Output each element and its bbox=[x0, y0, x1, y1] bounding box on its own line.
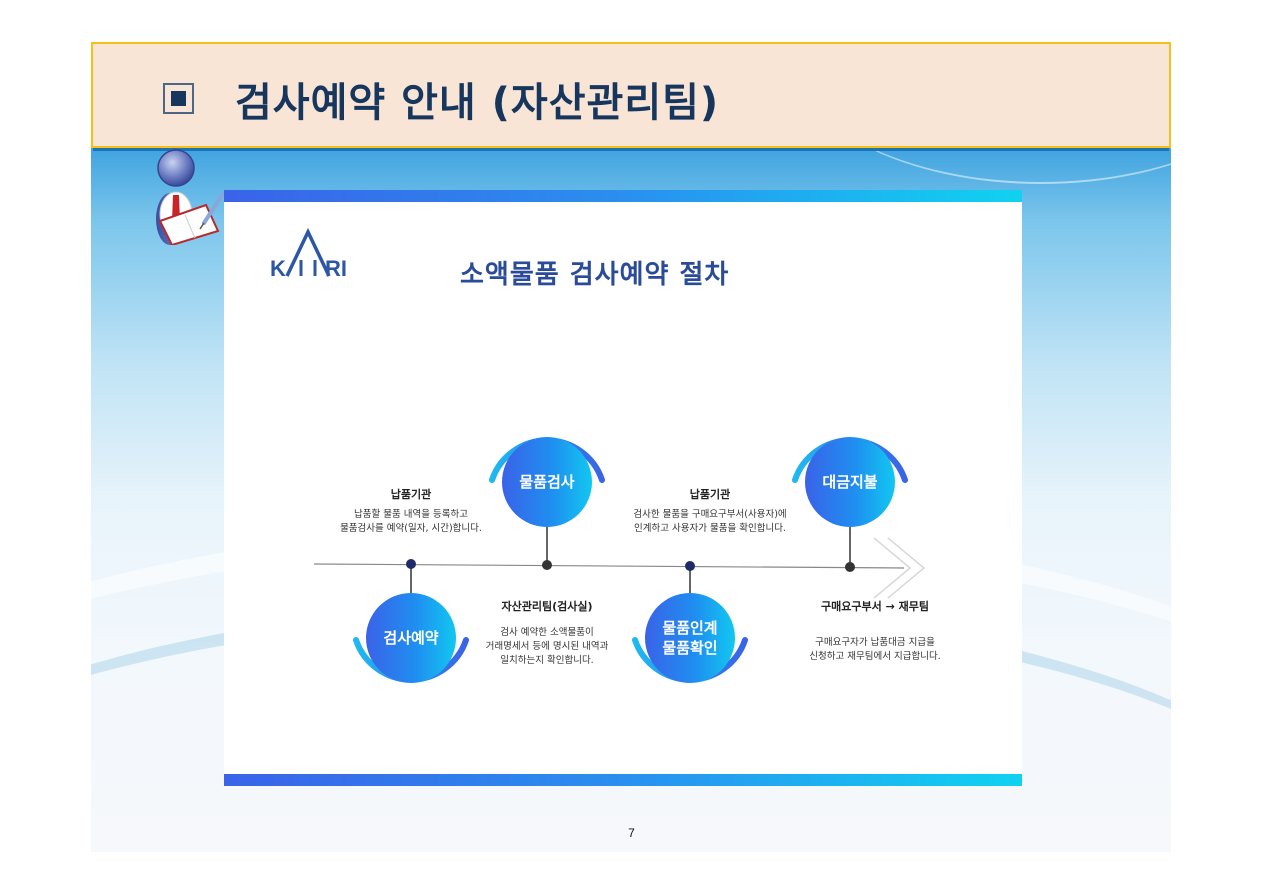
step-description: 검사한 물품을 구매요구부서(사용자)에 인계하고 사용자가 물품을 확인합니다… bbox=[600, 508, 820, 536]
person-writing-icon bbox=[156, 149, 224, 245]
step-heading: 납품기관 bbox=[390, 488, 432, 501]
description-line: 납품할 물품 내역을 등록하고 bbox=[354, 509, 468, 520]
slide-title: 검사예약 안내 (자산관리팀) bbox=[235, 80, 720, 126]
node-label-handover: 물품인계 물품확인 bbox=[645, 618, 735, 658]
description-line: 검사 예약한 소액물품이 bbox=[500, 627, 594, 638]
panel-top-bar bbox=[224, 190, 1022, 202]
step-description: 납품할 물품 내역을 등록하고 물품검사를 예약(일자, 시간)합니다. bbox=[311, 508, 511, 536]
description-line: 일치하는지 확인합니다. bbox=[500, 655, 594, 666]
description-line: 신청하고 재무팀에서 지급합니다. bbox=[809, 651, 941, 662]
square-bullet-icon bbox=[163, 83, 194, 114]
description-line: 인계하고 사용자가 물품을 확인합니다. bbox=[634, 523, 786, 534]
panel-title: 소액물품 검사예약 절차 bbox=[460, 260, 730, 290]
node-label-line: 물품확인 bbox=[662, 639, 718, 657]
node-label-line: 물품인계 bbox=[662, 619, 718, 637]
step-description: 검사 예약한 소액물품이 거래명세서 등에 명시된 내역과 일치하는지 확인합니… bbox=[447, 626, 647, 668]
svg-text:K: K bbox=[270, 256, 286, 281]
process-timeline bbox=[313, 437, 926, 683]
description-line: 거래명세서 등에 명시된 내역과 bbox=[485, 641, 609, 652]
kari-logo: K RI bbox=[270, 227, 347, 281]
panel-bottom-bar bbox=[224, 774, 1022, 786]
description-line: 구매요구자가 납품대금 지급을 bbox=[815, 637, 935, 648]
step-heading: 자산관리팀(검사실) bbox=[501, 600, 593, 613]
step-heading: 납품기관 bbox=[689, 488, 731, 501]
description-line: 검사한 물품을 구매요구부서(사용자)에 bbox=[633, 509, 787, 520]
step-description: 구매요구자가 납품대금 지급을 신청하고 재무팀에서 지급합니다. bbox=[775, 636, 975, 664]
page-number: 7 bbox=[628, 826, 635, 840]
node-label-inspection: 물품검사 bbox=[519, 473, 575, 491]
svg-text:RI: RI bbox=[325, 256, 347, 281]
slide: 검사예약 안내 (자산관리팀) K R bbox=[91, 42, 1171, 852]
node-label-reservation: 검사예약 bbox=[383, 629, 439, 647]
step-heading: 구매요구부서 → 재무팀 bbox=[821, 600, 929, 613]
description-line: 물품검사를 예약(일자, 시간)합니다. bbox=[340, 523, 482, 534]
process-panel: K RI 소액물품 검사예약 절차 bbox=[224, 190, 1022, 786]
node-label-payment: 대금지불 bbox=[822, 473, 878, 491]
slide-title-bar: 검사예약 안내 (자산관리팀) bbox=[91, 42, 1171, 151]
